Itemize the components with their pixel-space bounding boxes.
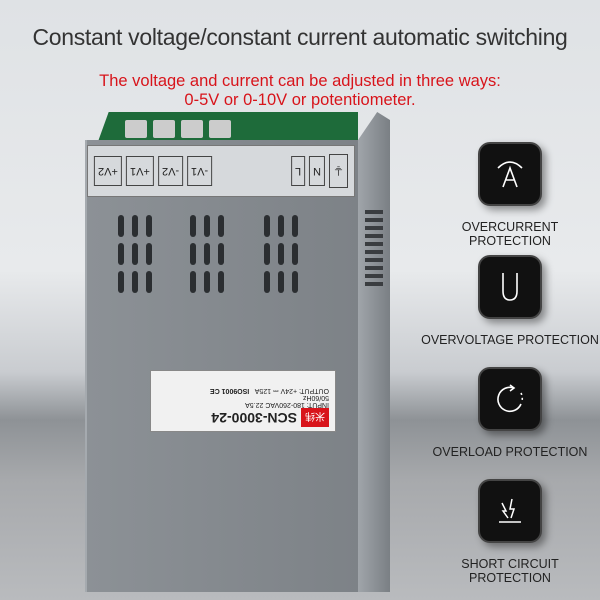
product-label: 米纬SCN-3000-24 INPUT: 180-260VAC 22.5A 50… — [150, 370, 336, 432]
terminal-label: L — [290, 156, 306, 186]
terminal-label: N — [309, 156, 325, 186]
vent-group — [264, 215, 298, 293]
feature-label: OVERLOAD PROTECTION — [432, 445, 588, 459]
terminal-label: -V2 — [157, 156, 183, 186]
brand-logo: 米纬 — [301, 408, 329, 427]
ground-icon: ⏚ — [329, 154, 348, 188]
headline: Constant voltage/constant current automa… — [32, 24, 568, 50]
cert: ISO9001 — [221, 387, 250, 394]
output-spec: OUTPUT: +24V ⎓ 125A — [255, 387, 329, 394]
front-panel — [85, 140, 358, 592]
terminal-label: -V1 — [186, 156, 213, 186]
feature-label: OVERVOLTAGE PROTECTION — [421, 333, 599, 347]
feature-short-circuit: SHORT CIRCUIT PROTECTION — [420, 479, 600, 585]
terminal-screws — [125, 120, 231, 138]
feature-overcurrent: OVERCURRENT PROTECTION — [420, 142, 600, 248]
feature-overvoltage: OVERVOLTAGE PROTECTION — [420, 255, 600, 347]
freq-spec: 50/60Hz — [302, 394, 329, 401]
input-spec: INPUT: 180-260VAC 22.5A — [245, 401, 329, 408]
vent-group — [190, 215, 224, 293]
feature-label: OVERCURRENT PROTECTION — [461, 220, 559, 248]
lightning-ground-icon — [478, 479, 542, 543]
subline-2: 0-5V or 0-10V or potentiometer. — [184, 91, 416, 109]
side-panel — [358, 112, 390, 592]
terminal-label: +V1 — [125, 156, 154, 186]
refresh-circle-icon — [478, 367, 542, 431]
vent-group — [118, 215, 152, 293]
voltage-u-icon — [478, 255, 542, 319]
side-vent — [365, 210, 383, 286]
feature-overload: OVERLOAD PROTECTION — [420, 367, 600, 459]
ampere-icon — [478, 142, 542, 206]
ce-mark: CE — [209, 387, 220, 394]
terminal-strip: +V2 +V1 -V2 -V1 L N ⏚ — [87, 145, 355, 197]
model-number: SCN-3000-24 — [211, 410, 297, 426]
feature-label: SHORT CIRCUIT PROTECTION — [461, 557, 559, 585]
subline-1: The voltage and current can be adjusted … — [99, 72, 501, 90]
terminal-label: +V2 — [94, 156, 122, 186]
